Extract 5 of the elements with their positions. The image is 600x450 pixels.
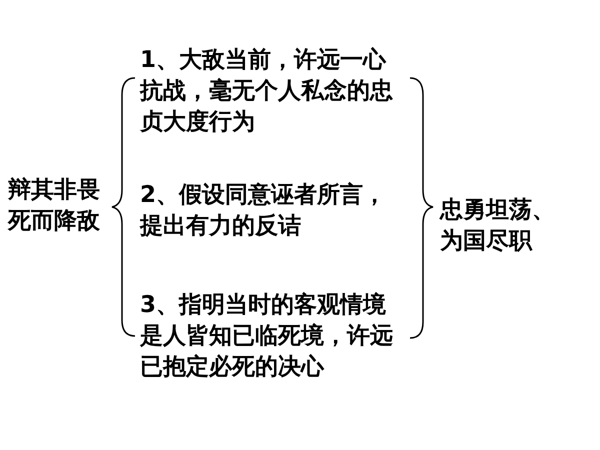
text-label: 忠勇坦荡、为国尽职 bbox=[440, 196, 556, 256]
text-label: 3、指明当时的客观情境是人皆知已临死境，许远已抱定必死的决心 bbox=[140, 291, 394, 382]
text-label: 辩其非畏死而降敌 bbox=[8, 176, 101, 236]
text-label: 2、假设同意诬者所言，提出有力的反诘 bbox=[140, 181, 388, 241]
text-label: 1、大敌当前，许远一心抗战，毫无个人私念的忠贞大度行为 bbox=[140, 46, 394, 137]
